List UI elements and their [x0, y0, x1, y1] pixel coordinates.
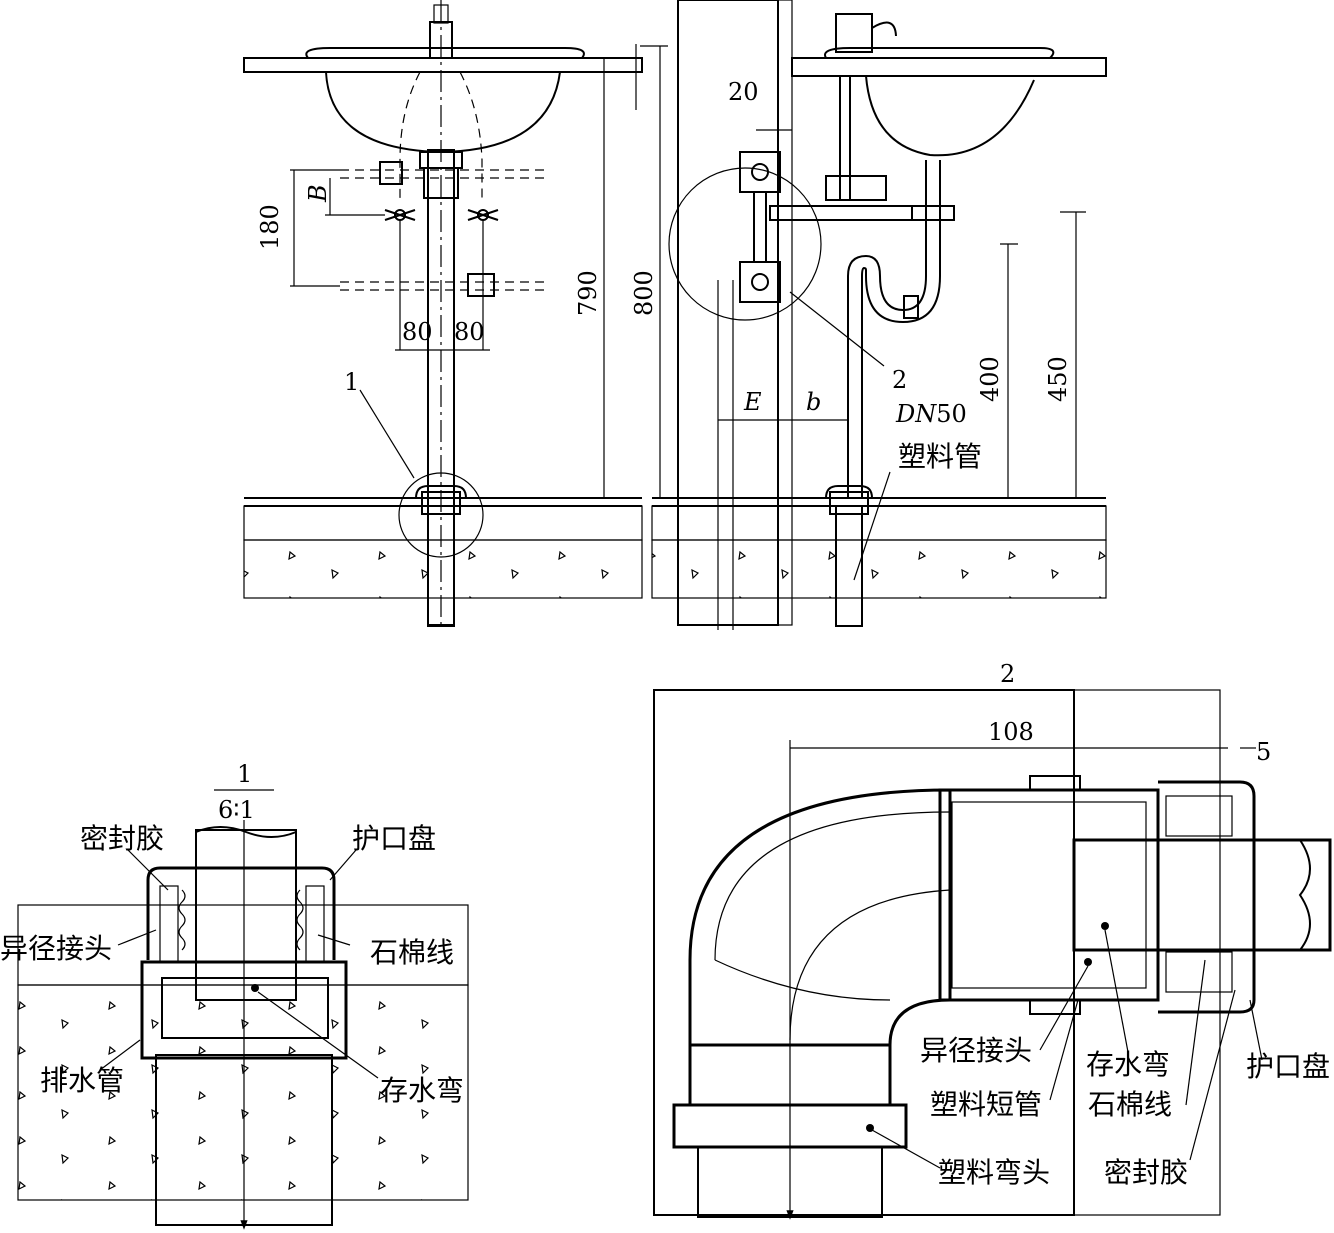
- dim-5: 5: [1256, 738, 1271, 766]
- d1-label-sealant: 密封胶: [80, 822, 164, 855]
- detail1-scale: 6∶1: [218, 796, 255, 824]
- pipe-material-label: 塑料管: [898, 440, 982, 473]
- callout-2: 2: [892, 366, 907, 394]
- counter-side: [791, 57, 1107, 77]
- dim-790: 790: [574, 270, 602, 316]
- front-elevation: [243, 0, 668, 627]
- d2-label-elbow: 塑料弯头: [938, 1156, 1050, 1189]
- p-trap: [847, 254, 927, 498]
- d1-label-flange: 护口盘: [352, 822, 436, 855]
- plastic-elbow: [688, 788, 952, 1047]
- faucet-side: [835, 13, 873, 53]
- floor-screed-side: [651, 505, 1107, 541]
- d2-label-sealant: 密封胶: [1104, 1156, 1188, 1189]
- d1-label-trap: 存水弯: [380, 1074, 464, 1107]
- d2-label-short-pipe: 塑料短管: [930, 1088, 1042, 1121]
- dim-80-left: 80: [402, 318, 433, 346]
- labels: 180 B 80 80 790 800 1 20 2 E b 400 450 D…: [0, 78, 1330, 1189]
- angle-valve-left: [384, 209, 416, 221]
- d1-label-drainpipe: 排水管: [40, 1064, 124, 1097]
- trap-pipe: [195, 829, 297, 1001]
- dim-450: 450: [1044, 356, 1072, 402]
- dim-e: E: [743, 388, 762, 416]
- d2-label-reducer: 异径接头: [920, 1034, 1032, 1067]
- d1-label-reducer: 异径接头: [0, 932, 112, 965]
- dim-b-lower: b: [806, 388, 821, 416]
- angle-valve-right: [467, 209, 499, 221]
- detail-2: [653, 689, 1332, 1220]
- dim-b-upper: B: [304, 184, 332, 203]
- d2-label-trap: 存水弯: [1086, 1048, 1170, 1081]
- detail-1: [17, 789, 469, 1230]
- floor-screed: [243, 505, 643, 541]
- dim-800: 800: [630, 270, 658, 316]
- detail1-number: 1: [237, 760, 252, 788]
- flange-cap: [146, 866, 336, 960]
- detail-circle-2: [668, 167, 822, 321]
- flange-cap-2: [1158, 780, 1256, 1014]
- counter-top: [243, 57, 643, 73]
- side-elevation: [651, 0, 1107, 630]
- dim-400: 400: [976, 356, 1004, 402]
- d2-label-asbestos: 石棉线: [1088, 1088, 1172, 1121]
- callout-1: 1: [344, 368, 359, 396]
- dim-20: 20: [728, 78, 759, 106]
- dim-108: 108: [988, 718, 1034, 746]
- short-pipe: [938, 788, 1160, 1002]
- dim-180: 180: [256, 204, 284, 250]
- d2-label-flange: 护口盘: [1246, 1050, 1330, 1083]
- d1-label-asbestos: 石棉线: [370, 936, 454, 969]
- detail-circle-1: [398, 472, 484, 558]
- basin-bowl: [305, 47, 585, 154]
- pipe-dn-label: DN50: [895, 400, 967, 428]
- dim-80-right: 80: [454, 318, 485, 346]
- trap-pipe-2: [1072, 838, 1332, 952]
- detail2-number: 2: [1000, 660, 1015, 688]
